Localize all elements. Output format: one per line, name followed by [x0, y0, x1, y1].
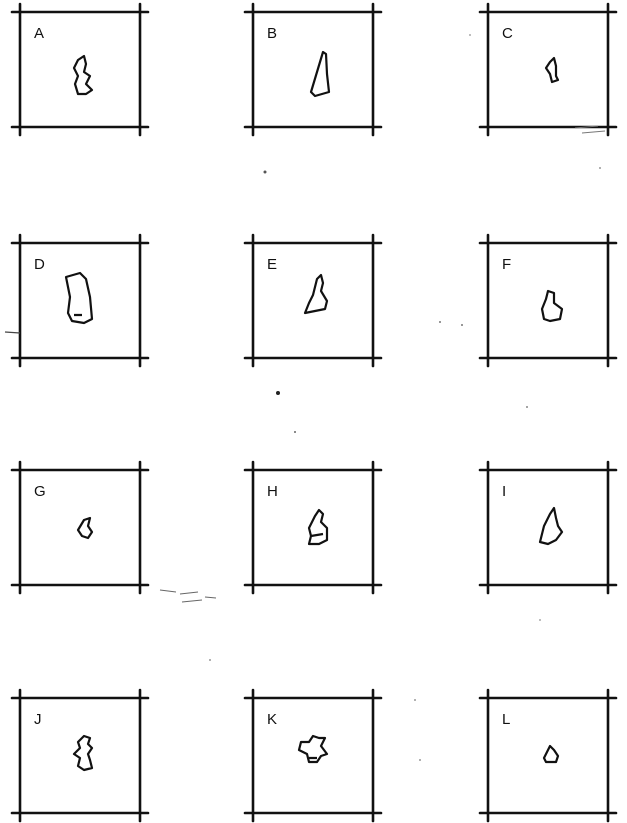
lobed-fragment-f	[542, 291, 562, 321]
small-fragment-g	[78, 518, 92, 538]
panel-label: G	[34, 483, 46, 500]
panel-h: H	[245, 462, 381, 593]
panel-f: F	[480, 235, 616, 366]
irregular-fragment-a	[74, 56, 92, 94]
tall-fragment-d	[66, 273, 92, 323]
panel-label: L	[502, 711, 510, 728]
panel-label: J	[34, 711, 42, 728]
panel-frame	[480, 462, 616, 593]
panel-label: F	[502, 256, 511, 273]
panel-frame	[245, 690, 381, 821]
panel-i: I	[480, 462, 616, 593]
layered-fragment-h	[309, 510, 327, 544]
panel-c: C	[480, 4, 616, 135]
panel-label: I	[502, 483, 506, 500]
panel-label: A	[34, 25, 44, 42]
panel-e: E	[245, 235, 381, 366]
panel-frame	[480, 235, 616, 366]
panel-frame	[245, 235, 381, 366]
panel-label: H	[267, 483, 278, 500]
panel-label: C	[502, 25, 513, 42]
star-fragment-k	[299, 736, 327, 762]
panel-frame	[12, 690, 148, 821]
angular-fragment-i	[540, 508, 562, 544]
hooked-fragment-c	[546, 58, 558, 82]
panel-frame	[245, 4, 381, 135]
panel-b: B	[245, 4, 381, 135]
panel-frame	[480, 690, 616, 821]
panel-g: G	[12, 462, 148, 593]
triangular-fragment-b	[311, 52, 329, 96]
panel-j: J	[12, 690, 148, 821]
small-triangle-fragment-l	[544, 746, 558, 762]
panel-frame	[245, 462, 381, 593]
peaked-fragment-e	[305, 275, 327, 313]
panel-label: D	[34, 256, 45, 273]
panel-k: K	[245, 690, 381, 821]
panel-d: D	[12, 235, 148, 366]
panel-label: E	[267, 256, 277, 273]
panel-frame	[12, 235, 148, 366]
panel-label: K	[267, 711, 277, 728]
panel-frame	[12, 4, 148, 135]
jagged-fragment-j	[74, 736, 92, 770]
scan-speckles	[5, 34, 605, 761]
panel-a: A	[12, 4, 148, 135]
panel-label: B	[267, 25, 277, 42]
panels-layer: A B C D E F G H I J K L	[12, 4, 616, 821]
panel-l: L	[480, 690, 616, 821]
